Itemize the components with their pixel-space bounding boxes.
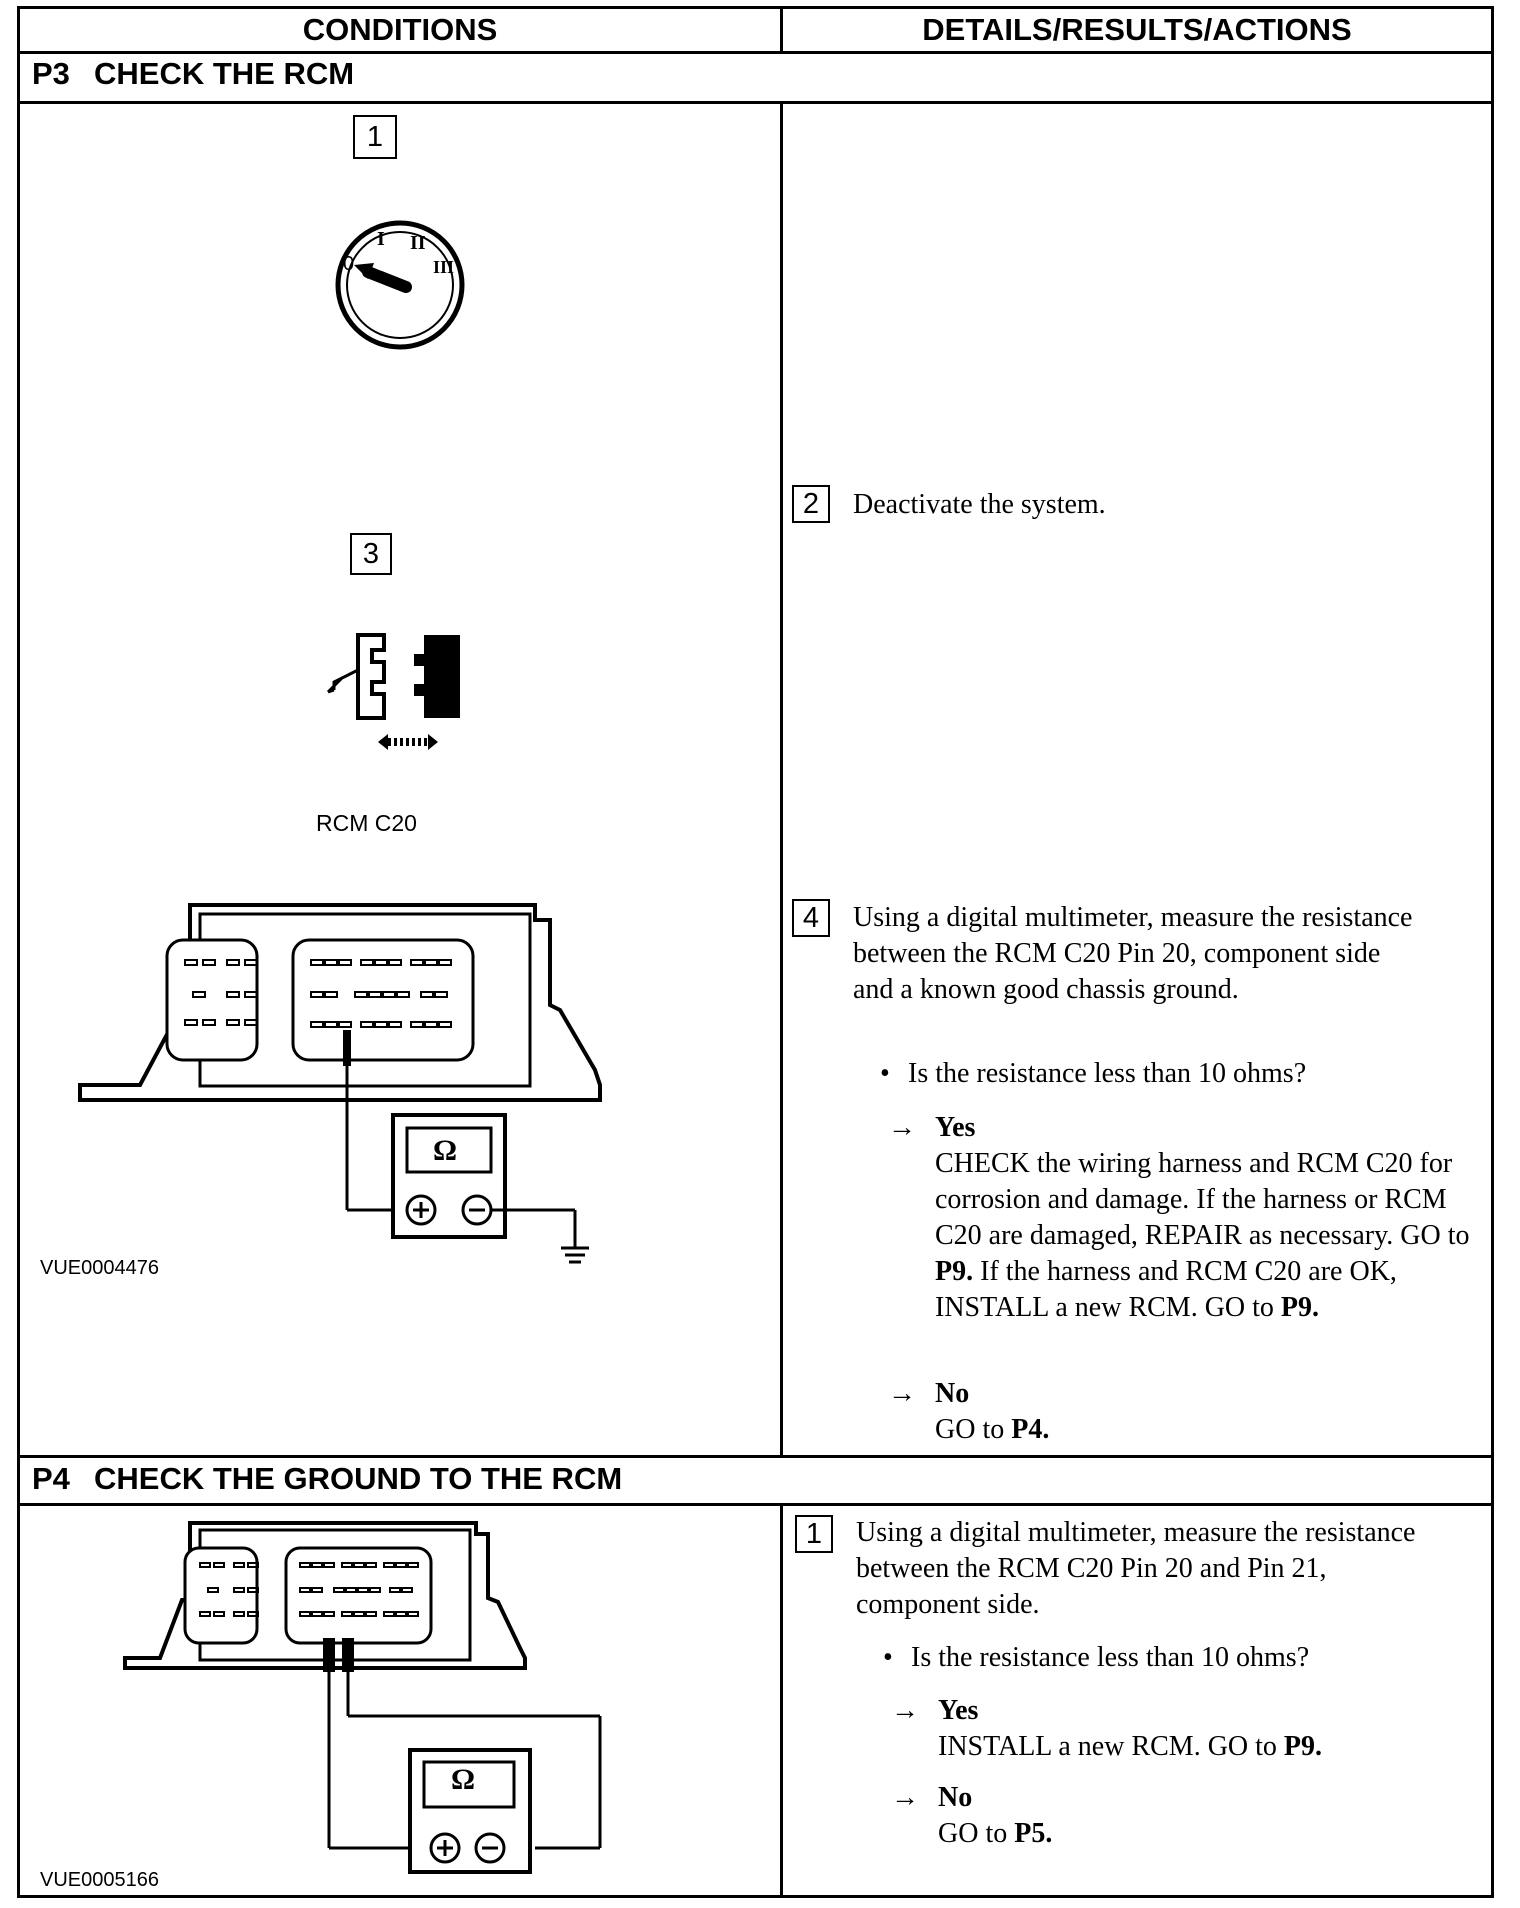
p4-title-divider xyxy=(17,1503,1494,1506)
p3-yes-mid: If the harness and RCM C20 are OK, INSTA… xyxy=(935,1256,1397,1323)
ign-pos-3: III xyxy=(433,257,455,277)
p3-no-arrow: → xyxy=(888,1378,916,1409)
p3-figure-id: VUE0004476 xyxy=(40,1257,159,1279)
p3-yes-label: Yes xyxy=(935,1112,976,1143)
p3-step2-text: Deactivate the system. xyxy=(853,489,1106,520)
p4-question: Is the resistance less than 10 ohms? xyxy=(911,1642,1310,1673)
p3-title: CHECK THE RCM xyxy=(94,56,355,91)
p3-no-pre: GO to xyxy=(935,1414,1012,1445)
ignition-switch-icon xyxy=(335,220,465,350)
column-divider-p4 xyxy=(780,1503,783,1898)
p4-ohm-symbol: Ω xyxy=(451,1763,476,1796)
p3-question: Is the resistance less than 10 ohms? xyxy=(908,1058,1307,1089)
p3-step1-box: 1 xyxy=(353,115,397,159)
p3-no-action: GO to P4. xyxy=(935,1412,1049,1448)
p4-yes-action: INSTALL a new RCM. GO to P9. xyxy=(938,1729,1322,1765)
p3-no-label: No xyxy=(935,1378,970,1409)
p3-question-bullet: • xyxy=(880,1058,890,1089)
p3-step3-box: 3 xyxy=(350,533,392,575)
p3-step4-box: 4 xyxy=(792,899,830,937)
p4-no-pre: GO to xyxy=(938,1818,1015,1849)
p4-figure-id: VUE0005166 xyxy=(40,1869,159,1891)
column-divider-p3 xyxy=(780,101,783,1457)
p4-no-label: No xyxy=(938,1782,973,1813)
p3-ohm-symbol: Ω xyxy=(433,1134,458,1167)
p3-yes-ref2: P9. xyxy=(1280,1292,1320,1323)
p3-yes-action: CHECK the wiring harness and RCM C20 for… xyxy=(935,1146,1480,1326)
p4-no-ref: P5. xyxy=(1014,1818,1053,1849)
p4-yes-arrow: → xyxy=(891,1695,919,1726)
p4-yes-pre: INSTALL a new RCM. GO to xyxy=(938,1731,1284,1762)
p4-section-title: P4 CHECK THE GROUND TO THE RCM xyxy=(32,1459,622,1499)
rcm-module-diagram-p4 xyxy=(123,1521,602,1874)
p4-yes-label: Yes xyxy=(938,1695,979,1726)
procedure-table xyxy=(17,6,1494,1898)
p3-section-title: P3 CHECK THE RCM xyxy=(32,54,354,94)
ign-pos-0: 0 xyxy=(343,253,355,275)
p4-yes-ref: P9. xyxy=(1283,1731,1323,1762)
p3-no-ref: P4. xyxy=(1011,1414,1050,1445)
p3-yes-ref1: P9. xyxy=(935,1256,974,1287)
ign-pos-1: I xyxy=(377,228,385,250)
p4-question-bullet: • xyxy=(883,1642,893,1673)
header-divider xyxy=(17,51,1494,54)
p3-yes-pre: CHECK the wiring harness and RCM C20 for… xyxy=(935,1148,1470,1251)
conditions-header: CONDITIONS xyxy=(302,12,498,47)
column-divider-header xyxy=(780,6,783,53)
p3-code: P3 xyxy=(32,56,70,91)
connector-label: RCM C20 xyxy=(316,810,417,836)
rcm-module-diagram xyxy=(78,903,602,1264)
p3-step4-text: Using a digital multimeter, measure the … xyxy=(853,902,1413,1005)
p3-yes-arrow: → xyxy=(888,1112,916,1143)
p4-title: CHECK THE GROUND TO THE RCM xyxy=(94,1461,623,1496)
p4-no-action: GO to P5. xyxy=(938,1816,1052,1852)
connector-disconnect-icon xyxy=(326,633,460,750)
p4-no-arrow: → xyxy=(891,1782,919,1813)
p3-step2-box: 2 xyxy=(792,485,830,523)
p4-step1-box: 1 xyxy=(795,1515,833,1553)
details-header: DETAILS/RESULTS/ACTIONS xyxy=(922,12,1352,47)
ign-pos-2: II xyxy=(410,232,426,254)
p4-step1-text: Using a digital multimeter, measure the … xyxy=(856,1517,1416,1620)
p3-title-divider xyxy=(17,101,1494,104)
p4-code: P4 xyxy=(32,1461,70,1496)
p4-section-divider xyxy=(17,1455,1494,1458)
